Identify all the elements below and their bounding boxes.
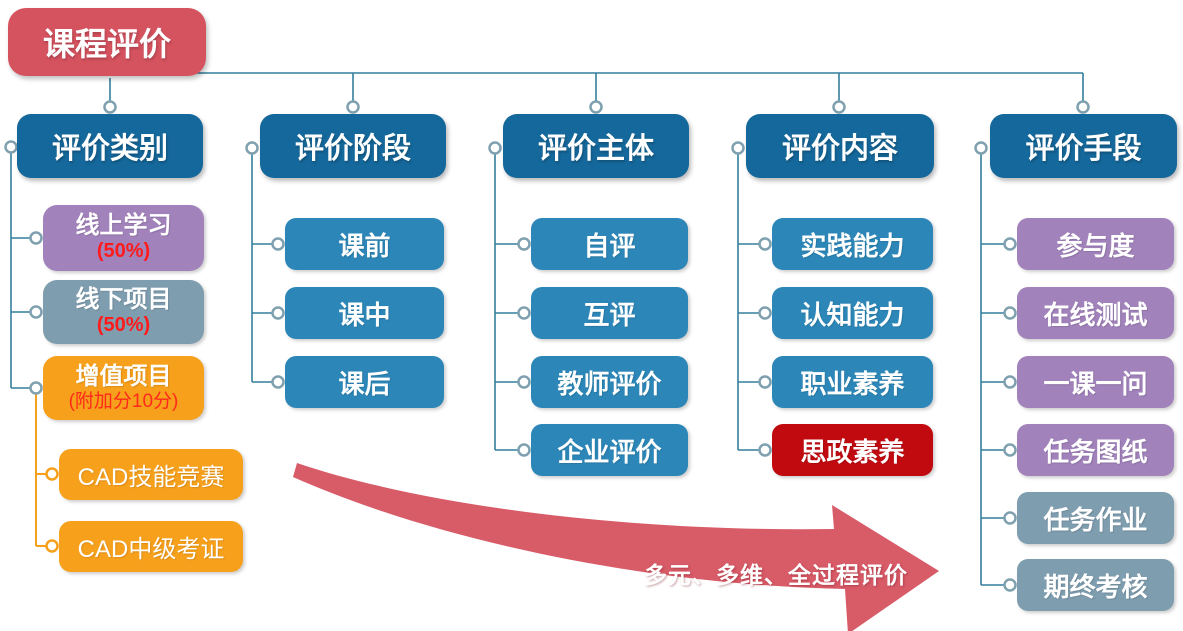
node-cad-skill-competition: CAD技能竞赛 [59, 449, 243, 500]
node-one-lesson-one-question: 一课一问 [1017, 356, 1174, 408]
node-label: 线上学习 [75, 212, 172, 240]
process-arrow-caption: 多元、多维、全过程评价 [644, 562, 908, 588]
node-professional-quality: 职业素养 [772, 356, 933, 408]
node-offline-project: 线下项目 (50%) [43, 280, 204, 344]
node-cad-intermediate-certificate: CAD中级考证 [59, 521, 243, 572]
orange-subbranch-lines [35, 394, 46, 547]
node-weight-note: (50%) [96, 240, 151, 263]
header-category: 评价类别 [17, 114, 203, 178]
process-arrow-shape [293, 463, 939, 631]
node-self-evaluation: 自评 [531, 218, 688, 270]
header-content: 评价内容 [746, 114, 934, 178]
header-subject: 评价主体 [503, 114, 689, 178]
header-method: 评价手段 [990, 114, 1177, 178]
node-online-learning: 线上学习 (50%) [43, 205, 204, 271]
node-enterprise-evaluation: 企业评价 [531, 424, 688, 476]
node-label: 线下项目 [75, 286, 172, 314]
connector-nodes [4, 100, 1090, 592]
node-peer-evaluation: 互评 [531, 287, 688, 339]
root-node-course-evaluation: 课程评价 [8, 8, 206, 76]
node-final-assessment: 期终考核 [1017, 559, 1174, 611]
node-weight-note: (50%) [96, 314, 151, 337]
node-value-added-project: 增值项目 (附加分10分) [43, 356, 204, 420]
node-label: 增值项目 [75, 362, 172, 390]
node-teacher-evaluation: 教师评价 [531, 356, 688, 408]
node-participation: 参与度 [1017, 218, 1174, 270]
tree-connector-lines [10, 72, 1084, 586]
node-in-class: 课中 [285, 287, 444, 339]
node-online-test: 在线测试 [1017, 287, 1174, 339]
node-pre-class: 课前 [285, 218, 444, 270]
node-bonus-note: (附加分10分) [68, 390, 179, 412]
node-practical-ability: 实践能力 [772, 218, 933, 270]
orange-connector-nodes [45, 467, 59, 553]
node-task-drawing: 任务图纸 [1017, 424, 1174, 476]
node-task-homework: 任务作业 [1017, 492, 1174, 544]
header-stage: 评价阶段 [260, 114, 446, 178]
node-cognitive-ability: 认知能力 [772, 287, 933, 339]
node-after-class: 课后 [285, 356, 444, 408]
node-ideological-quality: 思政素养 [772, 424, 933, 476]
